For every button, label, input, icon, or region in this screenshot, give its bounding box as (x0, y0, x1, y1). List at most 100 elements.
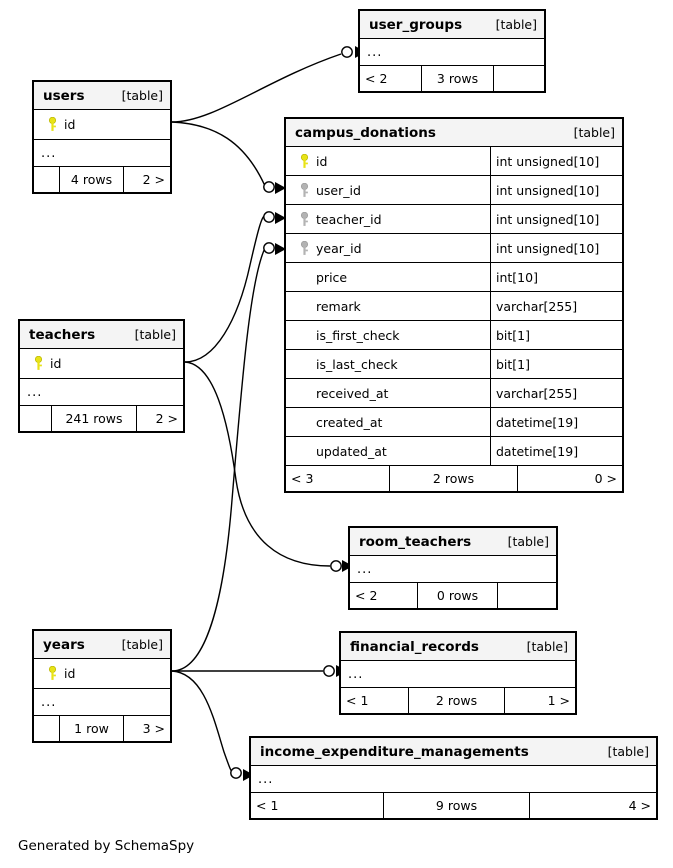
table-header: campus_donations [table] (286, 119, 622, 147)
column-type: int unsigned[10] (490, 147, 622, 175)
column-label: id (64, 117, 76, 132)
footer-parents-count[interactable]: < 2 (350, 583, 418, 608)
footer-parents-count[interactable]: < 3 (286, 466, 390, 491)
footer-row-count: 2 rows (409, 688, 505, 713)
table-row[interactable]: year_id int unsigned[10] (286, 234, 622, 263)
table-title: room_teachers (359, 533, 472, 550)
column-label: is_first_check (316, 327, 400, 343)
column-label: teacher_id (316, 211, 382, 227)
footer-row-count: 0 rows (418, 583, 498, 608)
column-type: int[10] (490, 263, 622, 291)
column-name-cell: updated_at (286, 437, 490, 465)
table-row[interactable]: price int[10] (286, 263, 622, 292)
footer-parents-count[interactable]: < 1 (341, 688, 409, 713)
table-footer: 1 row 3 > (34, 716, 170, 741)
table-financial-records[interactable]: financial_records [table] ... < 1 2 rows… (339, 631, 577, 715)
column-row[interactable]: id (34, 110, 170, 139)
table-room-teachers[interactable]: room_teachers [table] ... < 2 0 rows (348, 526, 558, 610)
table-row[interactable]: user_id int unsigned[10] (286, 176, 622, 205)
column-row[interactable]: id (20, 349, 183, 378)
edge-marker-zero (230, 767, 242, 779)
table-header: users [table] (34, 82, 170, 110)
footer-children-count[interactable]: 3 > (142, 721, 165, 736)
column-type: varchar[255] (490, 292, 622, 320)
table-title: teachers (29, 326, 96, 343)
foreign-key-icon (294, 240, 314, 256)
primary-key-icon (42, 117, 62, 132)
table-row[interactable]: created_at datetime[19] (286, 408, 622, 437)
table-users[interactable]: users [table] id ... 4 rows 2 > (32, 80, 172, 194)
column-name-cell: id (34, 659, 170, 688)
column-type: bit[1] (490, 321, 622, 349)
column-label: received_at (316, 385, 389, 401)
table-kind-label: [table] (121, 637, 163, 652)
table-header: years [table] (34, 631, 170, 659)
footer-parents-count[interactable] (20, 406, 52, 431)
table-footer: < 3 2 rows 0 > (286, 466, 622, 491)
footer-parents-count[interactable] (34, 167, 60, 192)
table-header: room_teachers [table] (350, 528, 556, 556)
footer-parents-count[interactable]: < 2 (360, 66, 422, 91)
table-title: financial_records (350, 638, 479, 655)
table-footer: < 2 0 rows (350, 583, 556, 608)
column-name-cell: id (34, 110, 170, 139)
table-footer: 241 rows 2 > (20, 406, 183, 431)
table-row[interactable]: is_last_check bit[1] (286, 350, 622, 379)
table-row[interactable]: updated_at datetime[19] (286, 437, 622, 466)
footer-children-count[interactable]: 4 > (628, 798, 651, 813)
column-name-cell: year_id (286, 234, 490, 262)
table-years[interactable]: years [table] id ... 1 row 3 > (32, 629, 172, 743)
table-row[interactable]: id int unsigned[10] (286, 147, 622, 176)
footer-row-count: 1 row (60, 716, 124, 741)
table-campus-donations[interactable]: campus_donations [table] id int unsigned… (284, 117, 624, 493)
table-row[interactable]: remark varchar[255] (286, 292, 622, 321)
columns-collapsed-indicator[interactable]: ... (20, 378, 183, 406)
column-label: year_id (316, 240, 362, 256)
foreign-key-icon (294, 211, 314, 227)
footer-children-count[interactable] (494, 66, 544, 91)
table-user-groups[interactable]: user_groups [table] ... < 2 3 rows (358, 9, 546, 93)
table-footer: 4 rows 2 > (34, 167, 170, 192)
footer-children-count[interactable]: 0 > (594, 471, 617, 486)
table-row[interactable]: is_first_check bit[1] (286, 321, 622, 350)
column-row[interactable]: id (34, 659, 170, 688)
column-name-cell: id (20, 349, 183, 378)
footer-children-count[interactable]: 1 > (547, 693, 570, 708)
column-label: user_id (316, 182, 361, 198)
foreign-key-icon (294, 182, 314, 198)
table-teachers[interactable]: teachers [table] id ... 241 rows 2 > (18, 319, 185, 433)
columns-collapsed-indicator[interactable]: ... (251, 766, 656, 793)
column-label: remark (316, 298, 361, 314)
column-name-cell: id (286, 147, 490, 175)
footer-parents-count[interactable]: < 1 (251, 793, 384, 818)
columns-collapsed-indicator[interactable]: ... (34, 139, 170, 167)
edge-marker-zero (263, 181, 275, 193)
footer-children-count[interactable]: 2 > (155, 411, 178, 426)
columns-collapsed-indicator[interactable]: ... (360, 39, 544, 66)
table-kind-label: [table] (607, 744, 649, 759)
column-name-cell: price (286, 263, 490, 291)
table-kind-label: [table] (495, 17, 537, 32)
footer-children-count[interactable]: 2 > (142, 172, 165, 187)
edge-marker-zero (263, 211, 275, 223)
columns-collapsed-indicator[interactable]: ... (34, 688, 170, 716)
table-income-expenditure-managements[interactable]: income_expenditure_managements [table] .… (249, 736, 658, 820)
footer-parents-count[interactable] (34, 716, 60, 741)
table-row[interactable]: teacher_id int unsigned[10] (286, 205, 622, 234)
column-type: int unsigned[10] (490, 176, 622, 204)
column-type: datetime[19] (490, 408, 622, 436)
columns-collapsed-indicator[interactable]: ... (341, 661, 575, 688)
edge-teachers-campus-donations (184, 215, 266, 363)
table-kind-label: [table] (573, 125, 615, 140)
footer-children-count[interactable] (498, 583, 556, 608)
primary-key-icon (42, 666, 62, 681)
column-name-cell: user_id (286, 176, 490, 204)
table-row[interactable]: received_at varchar[255] (286, 379, 622, 408)
edge-years-campus-donations (171, 247, 266, 672)
primary-key-icon (294, 153, 314, 169)
columns-collapsed-indicator[interactable]: ... (350, 556, 556, 583)
table-footer: < 1 2 rows 1 > (341, 688, 575, 713)
table-header: user_groups [table] (360, 11, 544, 39)
column-name-cell: teacher_id (286, 205, 490, 233)
table-kind-label: [table] (507, 534, 549, 549)
